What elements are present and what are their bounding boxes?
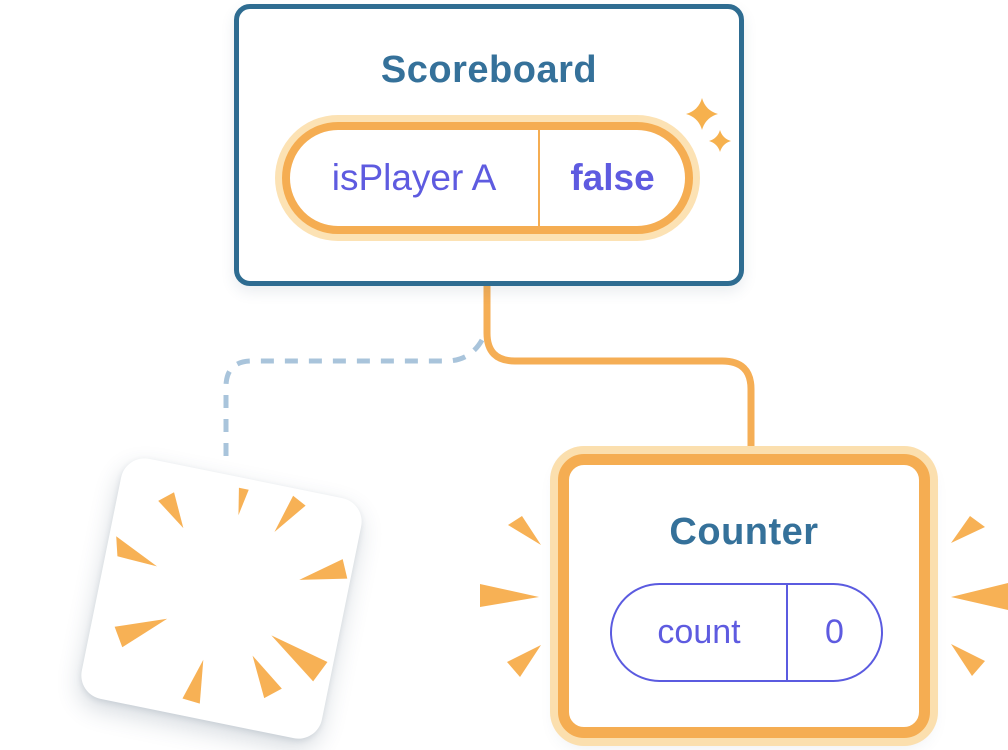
emphasis-marks-right-icon bbox=[951, 516, 1008, 676]
counter-card: Counter count 0 bbox=[558, 454, 930, 738]
poof-burst-icon bbox=[114, 487, 348, 704]
scoreboard-card: Scoreboard isPlayer A false bbox=[234, 4, 744, 286]
counter-state-pill: count 0 bbox=[610, 583, 883, 682]
removed-component-card bbox=[77, 454, 366, 743]
solid-connector-line bbox=[483, 286, 755, 456]
emphasis-marks-left-icon bbox=[480, 516, 541, 677]
counter-state-name: count bbox=[657, 613, 741, 651]
scoreboard-state-pill: isPlayer A false bbox=[282, 122, 693, 234]
dashed-connector-line bbox=[223, 338, 485, 463]
pill-divider bbox=[538, 130, 540, 226]
pill-divider bbox=[786, 585, 788, 680]
counter-title: Counter bbox=[669, 511, 819, 553]
scoreboard-state-name: isPlayer A bbox=[331, 157, 497, 198]
scoreboard-title: Scoreboard bbox=[380, 49, 598, 91]
sparkles-icon bbox=[686, 98, 731, 152]
scoreboard-state-value: false bbox=[570, 157, 655, 198]
counter-state-value: 0 bbox=[825, 613, 844, 651]
